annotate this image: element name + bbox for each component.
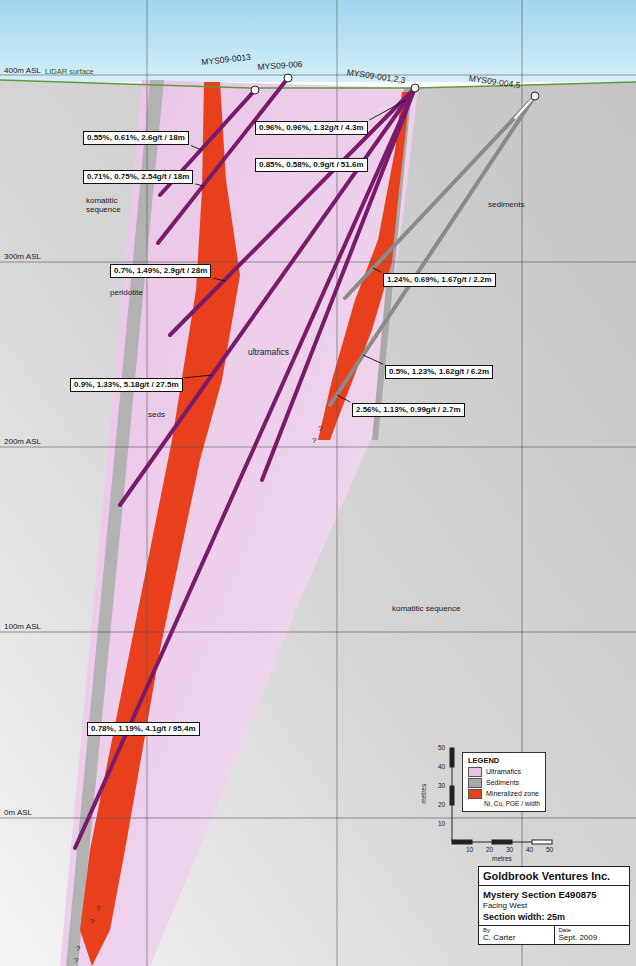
footer-caption: By (483, 927, 550, 933)
map-label: seds (148, 410, 165, 419)
map-label: metres (492, 855, 512, 862)
elevation-label: 0m ASL (4, 808, 32, 817)
ultramafic-body (60, 80, 418, 966)
legend-row: Sediments (468, 778, 540, 788)
drill-holes (75, 78, 535, 848)
assay-text: 0.85%, 0.58%, 0.9g/t / 51.6m (259, 160, 364, 169)
assay-text: 0.9%, 1.33%, 5.18g/t / 27.5m (74, 380, 179, 389)
assay-callout: 0.78%, 1.19%, 4.1g/t / 95.4m (87, 722, 200, 736)
map-label: 50 (546, 846, 553, 853)
mineralized-zone (318, 92, 410, 440)
map-label: komatitic sequence (392, 604, 460, 613)
scale-bar (450, 748, 552, 844)
footer-value: Sept. 2009 (559, 933, 626, 942)
legend-text: Mineralized zone (486, 789, 539, 798)
assay-callout: 2.56%, 1.13%, 0.99g/t / 2.7m (352, 403, 465, 417)
map-label: komatitic sequence (86, 196, 138, 214)
assay-text: 0.5%, 1.23%, 1.62g/t / 6.2m (389, 367, 489, 376)
assay-callout: 0.55%, 0.61%, 2.6g/t / 18m (83, 131, 189, 145)
assay-callout: 0.96%, 0.96%, 1.32g/t / 4.3m (255, 121, 368, 135)
legend-text: Ultramafics (486, 767, 521, 776)
leader-line (363, 355, 383, 364)
legend-note: Ni, Cu, PGE / width (468, 800, 540, 808)
sediment-ground (0, 80, 636, 966)
legend-row: Mineralized zone (468, 789, 540, 799)
title-text: Facing West (479, 900, 629, 911)
title-footer: ByC. CarterDateSept. 2009 (479, 926, 629, 944)
map-label: 10 (438, 820, 445, 827)
assay-text: 1.24%, 0.69%, 1.67g/t / 2.2m (387, 275, 492, 284)
assay-callout: 1.24%, 0.69%, 1.67g/t / 2.2m (383, 273, 496, 287)
assay-text: 0.55%, 0.61%, 2.6g/t / 18m (87, 133, 185, 142)
title-text: Goldbrook Ventures Inc. (479, 867, 629, 886)
map-label: ? (90, 917, 94, 926)
leader-line (213, 278, 225, 281)
map-label: LIDAR surface (45, 68, 94, 77)
map-label: ? (312, 436, 316, 445)
sky (0, 0, 636, 82)
map-label: sediments (488, 200, 524, 209)
map-label: 10 (466, 846, 473, 853)
map-label: 30 (438, 782, 445, 789)
assay-text: 0.78%, 1.19%, 4.1g/t / 95.4m (91, 724, 196, 733)
leader-line (195, 184, 204, 186)
map-label: ? (318, 424, 322, 433)
map-label: 30 (506, 846, 513, 853)
assay-callout: 0.9%, 1.33%, 5.18g/t / 27.5m (70, 378, 183, 392)
assay-text: 0.96%, 0.96%, 1.32g/t / 4.3m (259, 123, 364, 132)
map-label: ? (76, 944, 80, 953)
legend-box: LEGENDUltramaficsSedimentsMineralized zo… (462, 752, 546, 812)
legend-text: Sediments (486, 778, 519, 787)
elevation-label: 100m ASL (4, 622, 41, 631)
assay-text: 0.71%, 0.75%, 2.54g/t / 18m (87, 172, 189, 181)
title-text: Mystery Section E490875 (479, 886, 629, 900)
elevation-label: 400m ASL (4, 66, 41, 75)
legend-swatch (468, 789, 482, 799)
assay-callout: 0.5%, 1.23%, 1.62g/t / 6.2m (385, 365, 493, 379)
map-label: metres (420, 784, 427, 804)
map-label: 20 (438, 801, 445, 808)
leader-line (369, 100, 406, 120)
assay-callout: 0.85%, 0.58%, 0.9g/t / 51.6m (255, 158, 368, 172)
leader-line (373, 268, 381, 272)
title-block: Goldbrook Ventures Inc.Mystery Section E… (478, 866, 630, 945)
leader-line (185, 375, 213, 378)
legend-swatch (468, 767, 482, 777)
assay-text: 0.7%, 1.49%, 2.9g/t / 28m (114, 266, 207, 275)
assay-callout: 0.71%, 0.75%, 2.54g/t / 18m (83, 170, 193, 184)
footer-caption: Date (559, 927, 626, 933)
leader-line (337, 395, 350, 402)
mineralized-zone (80, 82, 240, 966)
map-label: ultramafics (248, 348, 289, 358)
map-label: ? (96, 904, 100, 913)
map-label: 40 (438, 763, 445, 770)
map-label: 50 (438, 744, 445, 751)
legend-swatch (468, 778, 482, 788)
leader-line (191, 145, 201, 150)
lidar-surface (0, 80, 636, 88)
assay-callout: 0.7%, 1.49%, 2.9g/t / 28m (110, 264, 211, 278)
assay-text: 2.56%, 1.13%, 0.99g/t / 2.7m (356, 405, 461, 414)
map-label: ? (74, 956, 78, 965)
legend-row: Ultramafics (468, 767, 540, 777)
footer-cell: ByC. Carter (479, 926, 554, 944)
footer-cell: DateSept. 2009 (554, 926, 630, 944)
map-label: peridotite (110, 288, 143, 297)
footer-value: C. Carter (483, 933, 550, 942)
legend-heading: LEGEND (468, 756, 540, 766)
elevation-label: 200m ASL (4, 437, 41, 446)
title-text: Section width: 25m (479, 911, 629, 926)
map-label: 20 (486, 846, 493, 853)
map-label: 40 (526, 846, 533, 853)
elevation-label: 300m ASL (4, 252, 41, 261)
